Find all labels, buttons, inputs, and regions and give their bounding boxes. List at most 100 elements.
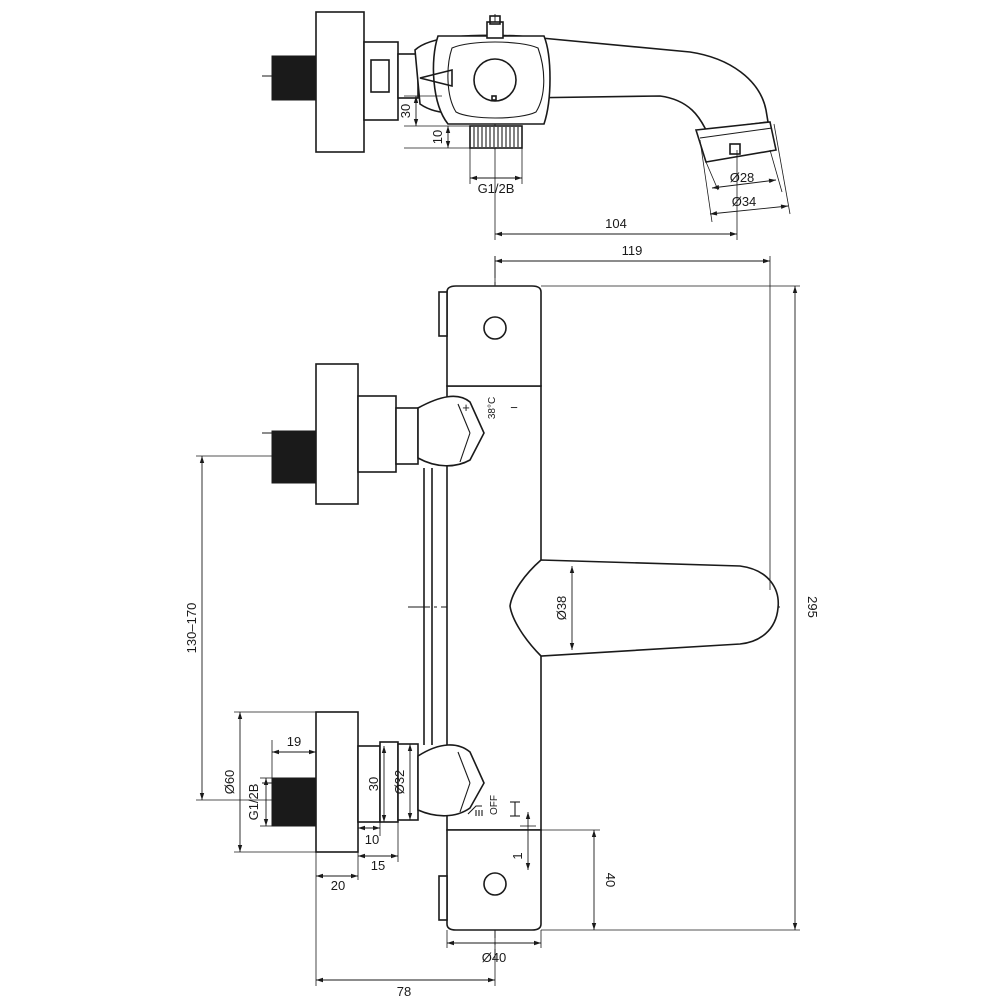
dim-30-top-label: 30 (398, 104, 413, 118)
arrowhead (470, 175, 477, 181)
top-handle-ring (447, 41, 545, 119)
arrowhead (381, 746, 387, 753)
arrowhead (199, 793, 205, 800)
arrowhead (730, 231, 737, 237)
upper-cone-line (457, 403, 471, 434)
arrowhead (792, 286, 798, 293)
dim-d28-label: Ø28 (730, 170, 755, 185)
dim-10-front-label: 10 (365, 832, 379, 847)
arrowhead (525, 812, 531, 819)
arrowhead (569, 643, 575, 650)
top-aerator-tab (729, 143, 741, 155)
top-stem (486, 21, 504, 39)
arrowhead (780, 204, 788, 209)
lower-inlet-thread (271, 777, 317, 827)
top-connector-neck (397, 53, 419, 99)
arrowhead (445, 141, 451, 148)
arrowhead (569, 566, 575, 573)
dim-19-label: 19 (287, 734, 301, 749)
arrowhead (309, 749, 316, 755)
arrowhead (591, 923, 597, 930)
lower-screw-hole (483, 872, 507, 896)
arrowhead (413, 96, 419, 103)
arrowhead (316, 873, 323, 879)
dim-30-front-label: 30 (366, 777, 381, 791)
dim-line-d34 (709, 205, 789, 215)
bath-icon (510, 801, 520, 817)
arrowhead (525, 863, 531, 870)
front-view: + 38°C − OFF 119 295 130–170 (184, 243, 820, 999)
off-label: OFF (489, 795, 500, 815)
top-handle-knob (473, 58, 517, 102)
dim-line-d28 (711, 179, 777, 189)
arrowhead (768, 178, 776, 184)
arrowhead (407, 744, 413, 751)
arrowhead (445, 126, 451, 133)
dim-78-label: 78 (397, 984, 411, 999)
arrowhead (316, 977, 323, 983)
lower-cone-line-2 (459, 782, 471, 813)
ext-d28-left (705, 161, 719, 191)
lever-handle (509, 559, 780, 657)
arrowhead (263, 778, 269, 785)
arrowhead (488, 977, 495, 983)
top-stem-cap (489, 15, 501, 25)
arrowhead (447, 940, 454, 946)
arrowhead (199, 456, 205, 463)
dim-d60-label: Ø60 (222, 770, 237, 795)
top-pointer (419, 68, 453, 88)
arrowhead (763, 258, 770, 264)
dim-104-label: 104 (605, 216, 627, 231)
top-outlet-thread-lines (473, 127, 519, 147)
arrowhead (358, 853, 365, 859)
arrowhead (710, 211, 718, 216)
arrowhead (413, 119, 419, 126)
temp-label: 38°C (487, 397, 498, 419)
dim-d34-label: Ø34 (732, 194, 757, 209)
arrowhead (272, 749, 279, 755)
top-outlet-line (699, 127, 773, 139)
top-spout-outlet (694, 121, 777, 163)
arrowhead (358, 825, 365, 831)
dim-119-label: 119 (622, 243, 643, 258)
dim-10-top-label: 10 (430, 130, 445, 144)
dim-295-label: 295 (805, 596, 820, 618)
upper-wall-flange (315, 363, 359, 505)
temp-plus: + (462, 400, 470, 415)
arrowhead (712, 184, 720, 190)
top-connector-nut (370, 59, 390, 93)
arrowhead (591, 830, 597, 837)
ext-d34-right (773, 123, 791, 215)
dim-d32-label: Ø32 (392, 770, 407, 795)
dim-20-label: 20 (331, 878, 345, 893)
lower-valve-cone (417, 744, 485, 817)
dim-d40-label: Ø40 (482, 950, 507, 965)
upper-cap-tab (438, 291, 448, 337)
top-inlet-thread (271, 55, 317, 101)
upper-connector (357, 395, 397, 473)
arrowhead (351, 873, 358, 879)
arrowhead (407, 813, 413, 820)
arrowhead (792, 923, 798, 930)
arrowhead (381, 815, 387, 822)
dim-1-label: 1 (510, 852, 525, 859)
upper-cone-line-2 (459, 432, 471, 463)
ext-d28-right (769, 149, 783, 193)
top-small-mark (491, 95, 497, 101)
upper-screw-hole (483, 316, 507, 340)
arrowhead (495, 231, 502, 237)
upper-inlet-thread (271, 430, 317, 484)
top-thread-label: G1/2B (478, 181, 515, 196)
upper-connector-neck (395, 407, 419, 465)
lower-cap-tab (438, 875, 448, 921)
temp-minus: − (510, 400, 518, 415)
top-wall-flange (315, 11, 365, 153)
dim-130-170-label: 130–170 (184, 603, 199, 654)
lower-wall-flange (315, 711, 359, 853)
top-view: 30 10 G1/2B Ø28 Ø34 104 (262, 11, 791, 240)
arrowhead (263, 819, 269, 826)
top-outlet-thread (469, 125, 523, 149)
arrowhead (495, 258, 502, 264)
dim-15-label: 15 (371, 858, 385, 873)
